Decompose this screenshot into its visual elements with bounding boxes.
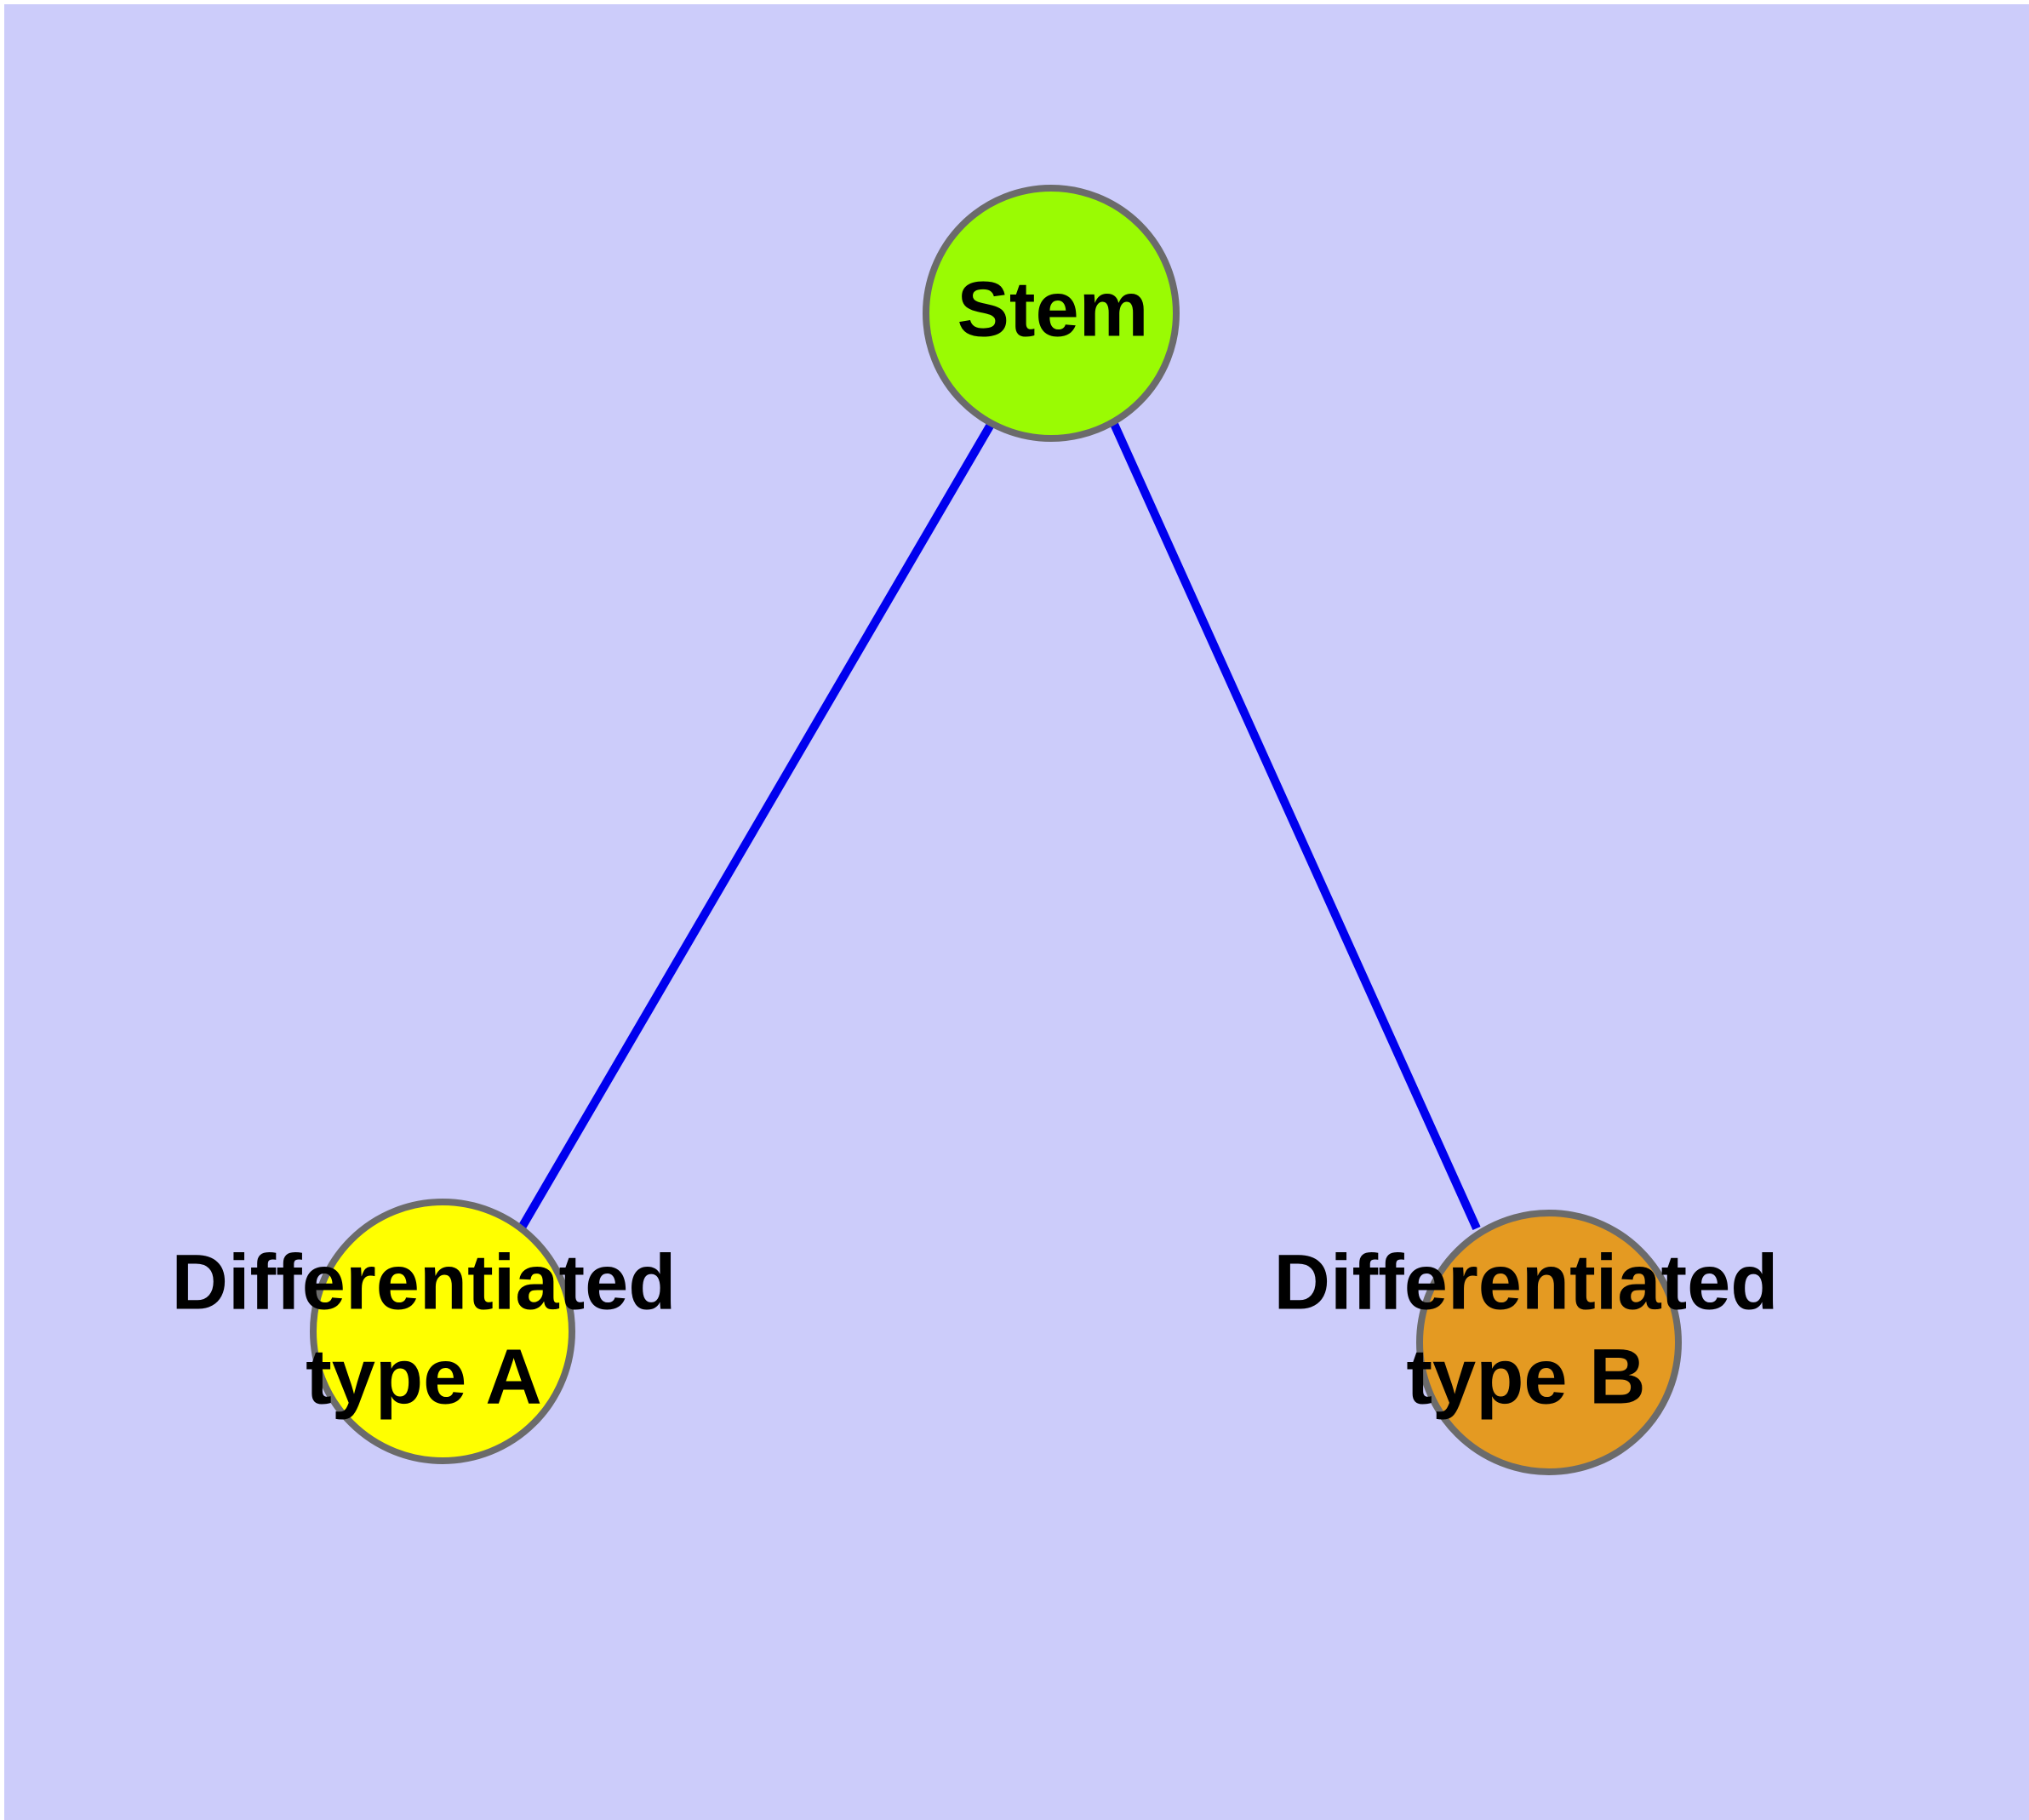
- node-differentiated-type-a[interactable]: [310, 1199, 575, 1464]
- node-label-differentiated-type-b-line1: Differentiated: [1274, 1239, 1779, 1325]
- node-stem[interactable]: [923, 185, 1180, 442]
- edge-stem-to-differentiated-type-a[interactable]: [517, 421, 996, 1230]
- node-label-differentiated-type-a-line1: Differentiated: [172, 1239, 677, 1325]
- node-differentiated-type-b[interactable]: [1416, 1210, 1682, 1475]
- node-label-differentiated-type-a-line2: type A: [306, 1333, 542, 1420]
- node-label-stem: Stem: [957, 266, 1149, 352]
- edges-group: [517, 421, 1481, 1231]
- labels-group: Stem Differentiated type A Differentiate…: [172, 266, 1779, 1420]
- edge-stem-to-differentiated-type-b[interactable]: [1110, 421, 1481, 1231]
- node-label-differentiated-type-b-line2: type B: [1406, 1333, 1645, 1420]
- nodes-group: [310, 185, 1682, 1475]
